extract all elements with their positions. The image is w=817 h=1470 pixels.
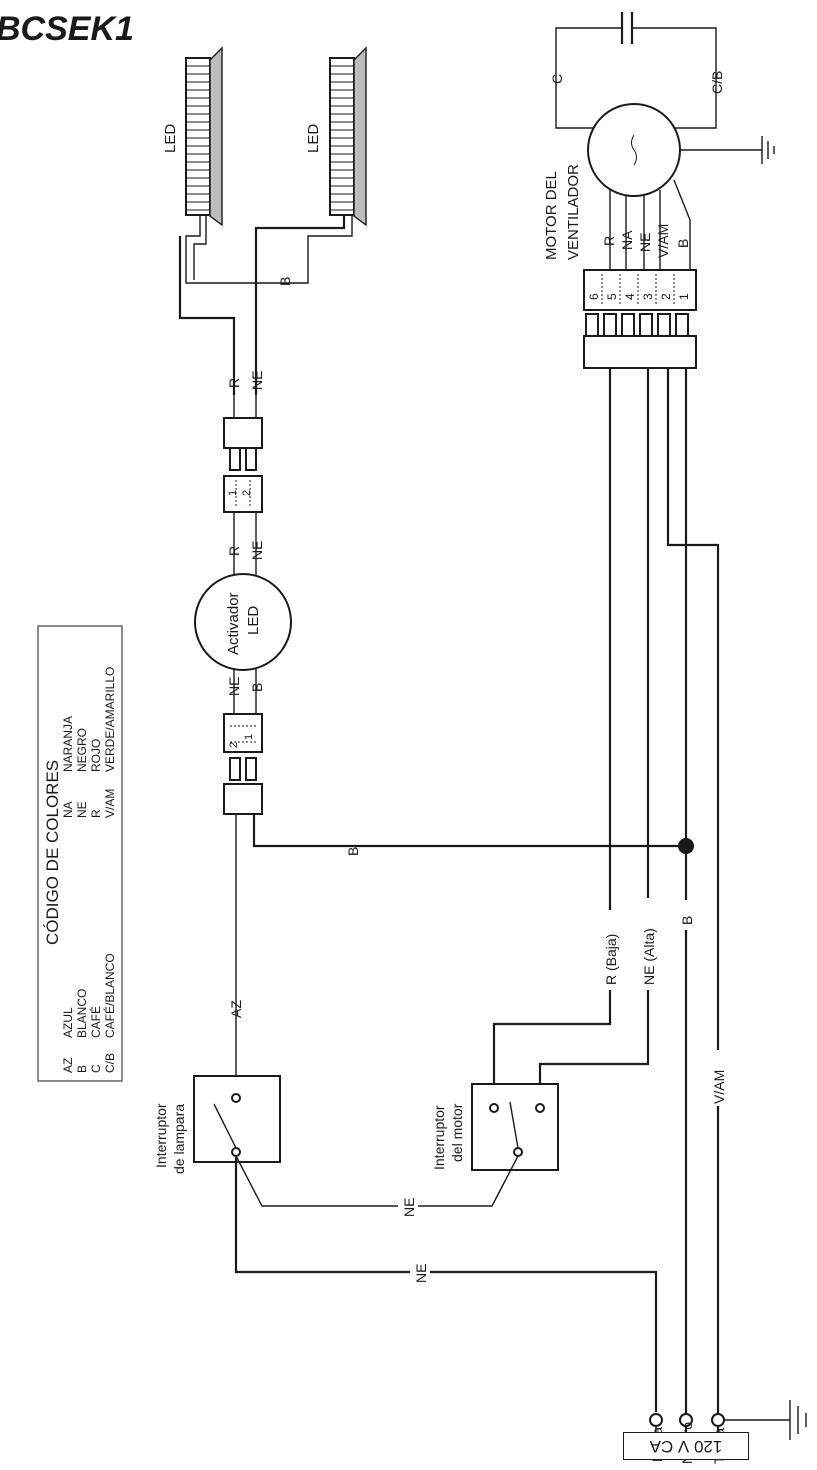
pin-2-driver: 2 xyxy=(228,742,240,748)
legend-name-vam: VERDE/AMARILLO xyxy=(103,667,117,772)
legend-code-na: NA xyxy=(61,801,75,818)
wire-b-bus xyxy=(252,814,686,848)
legend-name-ne: NEGRO xyxy=(75,728,89,772)
led-wiring: B R NE xyxy=(178,216,353,395)
led-strip-right: LED xyxy=(305,46,367,227)
motor-wire-ne: NE xyxy=(637,233,653,252)
legend-title: CÓDIGO DE COLORES xyxy=(43,760,62,945)
wire-ne-led: NE xyxy=(249,371,265,390)
legend-name-b: BLANCO xyxy=(75,989,89,1038)
voltage-label: 120 V CA xyxy=(623,1432,749,1460)
model-title: BCSEK1 xyxy=(0,10,134,48)
motor-wire-vam: V/AM xyxy=(655,224,671,258)
wire-ne-mid: NE xyxy=(249,541,265,560)
led-connector: 1 2 R NE xyxy=(223,395,265,578)
legend-name-r: ROJO xyxy=(89,739,103,772)
wire-vam-ground: V/AM xyxy=(711,1070,727,1104)
wire-b-neutral: B xyxy=(679,916,695,925)
wire-ne-alta: NE (Alta) xyxy=(641,928,657,985)
wire-r-led: R xyxy=(226,378,242,388)
wire-b-led: B xyxy=(277,277,293,286)
wire-ne-switches: NE xyxy=(401,1198,417,1217)
ground-icon-supply xyxy=(789,1400,807,1440)
driver-label-1: Activador xyxy=(225,592,242,655)
legend-code-vam: V/AM xyxy=(103,789,117,818)
wire-ne-line: NE xyxy=(413,1264,429,1283)
driver-connector: 2 1 xyxy=(223,713,263,815)
pin-2-motor: 2 xyxy=(659,293,673,300)
wire-r-baja: R (Baja) xyxy=(603,934,619,985)
pin-6-motor: 6 xyxy=(587,293,601,300)
motor-label-2: VENTILADOR xyxy=(565,164,582,260)
color-code-legend: CÓDIGO DE COLORES AZ B C C/B AZUL BLANCO… xyxy=(37,625,123,1082)
motor-supply-wiring: R (Baja) NE (Alta) B V/AM xyxy=(492,368,728,1460)
wire-ne-driver: NE xyxy=(226,677,242,696)
fan-motor: MOTOR DEL VENTILADOR R NA NE V/AM B xyxy=(543,103,775,270)
motor-switch-label-2: del motor xyxy=(449,1103,465,1162)
legend-code-r: R xyxy=(89,809,103,818)
legend-name-az: AZUL xyxy=(61,1007,75,1038)
legend-name-na: NARANJA xyxy=(61,716,75,772)
pin-5-motor: 5 xyxy=(605,293,619,300)
pin-4-motor: 4 xyxy=(623,293,637,300)
legend-code-cb: C/B xyxy=(103,1053,117,1073)
lamp-switch[interactable]: Interruptor de lampara xyxy=(153,1075,281,1174)
led-left-label: LED xyxy=(162,124,179,153)
wire-b-bus-label: B xyxy=(345,847,361,856)
led-strip-left: LED xyxy=(162,46,223,227)
pin-1-motor: 1 xyxy=(677,293,691,300)
wire-c: C xyxy=(549,74,565,84)
legend-code-b: B xyxy=(75,1065,89,1073)
legend-code-az: AZ xyxy=(61,1058,75,1073)
lamp-switch-label-2: de lampara xyxy=(171,1104,187,1174)
motor-wire-na: NA xyxy=(619,230,635,250)
motor-connector: 6 5 4 3 2 1 xyxy=(583,269,697,369)
pin-2-led: 2 xyxy=(241,490,253,496)
motor-switch-label-1: Interruptor xyxy=(431,1105,447,1170)
lamp-switch-label-1: Interruptor xyxy=(153,1103,169,1168)
wire-r-mid: R xyxy=(226,546,242,556)
driver-label-2: LED xyxy=(245,606,262,635)
pin-1-driver: 1 xyxy=(243,734,255,740)
legend-code-ne: NE xyxy=(75,801,89,818)
wire-b-driver: B xyxy=(249,683,265,692)
motor-wire-r: R xyxy=(601,236,617,246)
wire-az-label: AZ xyxy=(228,1000,244,1018)
motor-switch[interactable]: Interruptor del motor xyxy=(431,1083,559,1171)
led-right-label: LED xyxy=(305,124,322,153)
switch-wiring: NE NE xyxy=(234,1155,658,1412)
ground-icon-motor xyxy=(761,136,775,164)
motor-capacitor: C C/B xyxy=(549,12,725,129)
pin-3-motor: 3 xyxy=(641,293,655,300)
pin-1-led: 1 xyxy=(227,490,239,496)
legend-code-c: C xyxy=(89,1064,103,1073)
voltage-text: 120 V CA xyxy=(649,1437,723,1456)
wire-cb: C/B xyxy=(709,71,725,94)
legend-name-cb: CAFÉ/BLANCO xyxy=(102,953,117,1038)
motor-label-1: MOTOR DEL xyxy=(543,171,560,260)
led-driver: Activador LED NE B xyxy=(194,573,292,714)
legend-name-c: CAFÉ xyxy=(88,1006,103,1038)
motor-wire-b: B xyxy=(675,239,691,248)
